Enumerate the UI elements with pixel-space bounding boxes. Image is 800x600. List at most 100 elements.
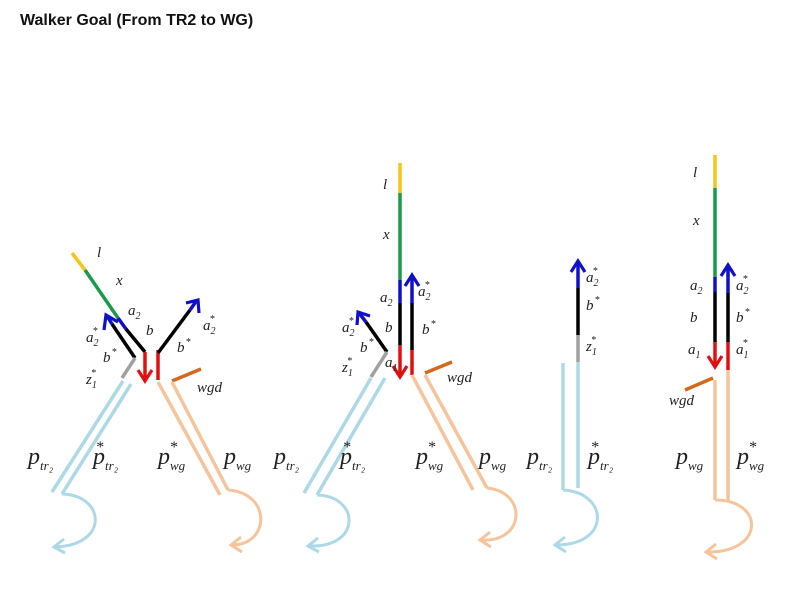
label-superscript: * — [96, 439, 104, 456]
label-subscript: 2 — [744, 286, 749, 297]
label-subscript: 1 — [393, 363, 398, 374]
label-a-2: a2 — [128, 303, 141, 322]
label-subscript: 2 — [350, 328, 355, 339]
panel-2 — [302, 163, 518, 554]
strand-b-star-right — [156, 308, 192, 355]
label-x: x — [382, 227, 390, 243]
label-subscript: wg — [749, 458, 765, 473]
label-superscript: * — [591, 335, 596, 346]
label-subscript: 2 — [594, 278, 599, 289]
label-b-star: b* — [360, 337, 374, 356]
label-main: l — [97, 245, 101, 261]
label-b: b — [146, 323, 154, 339]
label-p-tr₂: ptr₂ — [525, 444, 553, 473]
label-subscript: wg — [170, 458, 186, 473]
label-main: a — [688, 342, 696, 358]
label-subscript: 2 — [698, 286, 703, 297]
label-a-1: a1 — [385, 355, 398, 374]
label-main: z — [341, 360, 348, 376]
label-main: p — [26, 444, 40, 470]
label-a-2-star: a2* — [203, 314, 216, 337]
label-a-2-star: a2* — [586, 266, 599, 289]
label-p-tr₂-star: ptr₂* — [586, 439, 614, 473]
label-subscript: 1 — [348, 368, 353, 379]
label-wgd: wgd — [197, 380, 223, 396]
label-main: z — [585, 339, 592, 355]
label-main: p — [525, 444, 539, 470]
label-a-1: a1 — [688, 342, 701, 361]
label-a-2-star: a2* — [342, 316, 355, 339]
label-subscript: wg — [428, 458, 444, 473]
panel-3 — [552, 258, 599, 554]
label-superscript: * — [347, 356, 352, 367]
label-superscript: * — [170, 439, 178, 456]
label-x: x — [115, 273, 123, 289]
label-main: a — [380, 290, 388, 306]
label-subscript: 2 — [94, 338, 99, 349]
label-main: b — [385, 320, 393, 336]
label-x: x — [692, 213, 700, 229]
strand-pwg-star — [156, 381, 222, 496]
strand-l — [70, 251, 87, 272]
label-a-2-star: a2* — [736, 274, 749, 297]
label-main: x — [692, 213, 700, 229]
label-main: p — [156, 444, 170, 470]
label-p-wg: pwg — [674, 444, 704, 473]
label-main: b — [690, 310, 698, 326]
label-main: a — [586, 270, 594, 286]
label-superscript: * — [431, 319, 436, 330]
label-a-2: a2 — [380, 290, 393, 309]
strand-x — [83, 269, 120, 319]
label-main: p — [414, 444, 428, 470]
label-subscript: 2 — [426, 292, 431, 303]
arrowhead-blue — [185, 297, 201, 314]
label-superscript: * — [210, 314, 215, 325]
label-main: l — [693, 165, 697, 181]
label-main: wgd — [197, 380, 223, 396]
label-main: a — [736, 278, 744, 294]
label-superscript: * — [91, 368, 96, 379]
label-main: b — [177, 340, 185, 356]
label-main: b — [103, 350, 111, 366]
hook-ptr2 — [54, 492, 97, 549]
label-superscript: * — [349, 316, 354, 327]
label-superscript: * — [743, 338, 748, 349]
label-superscript: * — [595, 295, 600, 306]
label-l: l — [97, 245, 101, 261]
label-main: b — [422, 322, 430, 338]
label-p-wg-star: pwg* — [735, 439, 765, 473]
label-main: p — [222, 444, 236, 470]
label-subscript: tr₂ — [539, 458, 553, 473]
label-superscript: * — [743, 274, 748, 285]
label-main: l — [383, 177, 387, 193]
label-main: p — [338, 444, 352, 470]
panel-1 — [50, 251, 263, 555]
label-p-tr₂: ptr₂ — [26, 444, 54, 473]
label-z-1-star: z1* — [85, 368, 97, 391]
label-subscript: wg — [688, 458, 704, 473]
label-subscript: 2 — [211, 326, 216, 337]
label-main: a — [418, 284, 426, 300]
label-a-2-star: a2* — [86, 326, 99, 349]
label-subscript: 2 — [136, 311, 141, 322]
label-main: x — [382, 227, 390, 243]
label-subscript: wg — [236, 458, 252, 473]
label-main: wgd — [669, 393, 695, 409]
label-main: p — [91, 444, 105, 470]
label-main: b — [360, 340, 368, 356]
label-p-wg: pwg — [477, 444, 507, 473]
label-b: b — [690, 310, 698, 326]
label-a-2: a2 — [690, 278, 703, 297]
label-superscript: * — [369, 337, 374, 348]
label-a-2-star: a2* — [418, 280, 431, 303]
label-main: b — [586, 298, 594, 314]
label-main: wgd — [447, 370, 473, 386]
hook-pwg — [227, 488, 263, 547]
label-b-star: b* — [422, 319, 436, 338]
label-z-1-star: z1* — [585, 335, 597, 358]
label-subscript: 1 — [592, 347, 597, 358]
label-superscript: * — [745, 307, 750, 318]
label-main: a — [736, 342, 744, 358]
arrowhead-red — [136, 369, 154, 384]
label-subscript: tr₂ — [40, 458, 54, 473]
